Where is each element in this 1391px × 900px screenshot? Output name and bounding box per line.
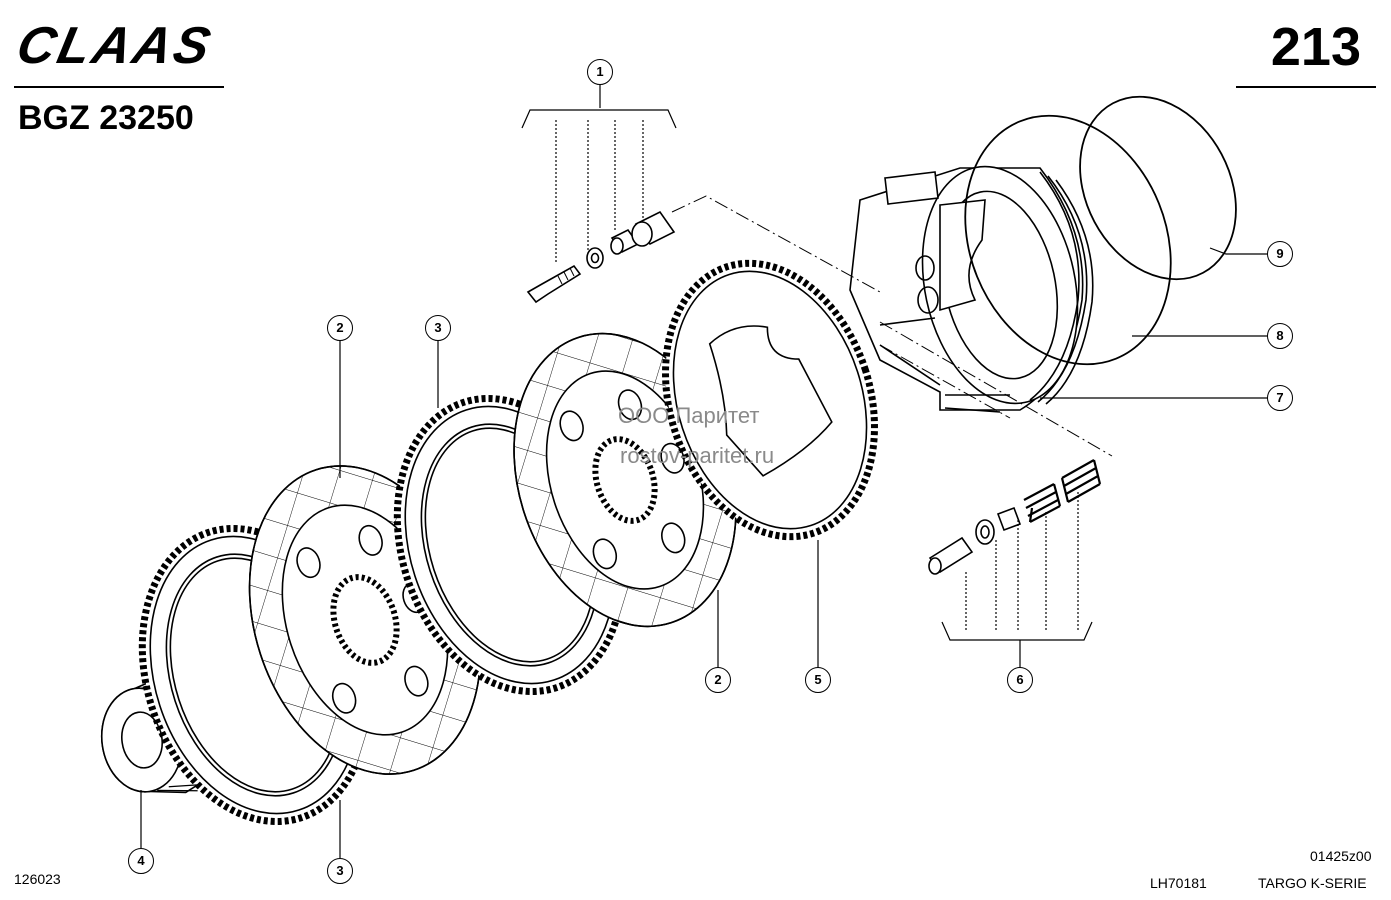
drawing-reference: 01425z00 bbox=[1310, 848, 1372, 864]
header-rule-left bbox=[14, 86, 224, 88]
callout-1: 1 bbox=[587, 59, 613, 85]
assembly-axis-lines bbox=[671, 195, 1113, 457]
model-code: BGZ 23250 bbox=[18, 99, 194, 137]
bolt-and-sleeves bbox=[526, 210, 676, 304]
callout-2-front: 2 bbox=[327, 315, 353, 341]
leader-lines bbox=[140, 84, 1268, 858]
callout-7: 7 bbox=[1267, 385, 1293, 411]
callout-4: 4 bbox=[128, 848, 154, 874]
document-code: LH70181 bbox=[1150, 875, 1207, 891]
header-rule-right bbox=[1236, 86, 1376, 88]
clutch-housing bbox=[849, 165, 1094, 413]
o-ring-large bbox=[964, 114, 1172, 366]
watermark-url: rostov-paritet.ru bbox=[620, 443, 775, 468]
seal-ring bbox=[1079, 95, 1237, 281]
callout-2-rear: 2 bbox=[705, 667, 731, 693]
end-plate bbox=[662, 259, 878, 541]
page-number: 213 bbox=[1270, 17, 1361, 77]
callout-3-front: 3 bbox=[327, 858, 353, 884]
callout-5: 5 bbox=[805, 667, 831, 693]
callout-3-rear: 3 bbox=[425, 315, 451, 341]
callout-8: 8 bbox=[1267, 323, 1293, 349]
footer-left-code: 126023 bbox=[14, 871, 61, 887]
series-name: TARGO K-SERIE bbox=[1258, 875, 1367, 891]
valve-and-springs bbox=[928, 459, 1102, 575]
callout-6: 6 bbox=[1007, 667, 1033, 693]
callout-9: 9 bbox=[1267, 241, 1293, 267]
watermark-company: ООО Паритет bbox=[618, 403, 760, 428]
